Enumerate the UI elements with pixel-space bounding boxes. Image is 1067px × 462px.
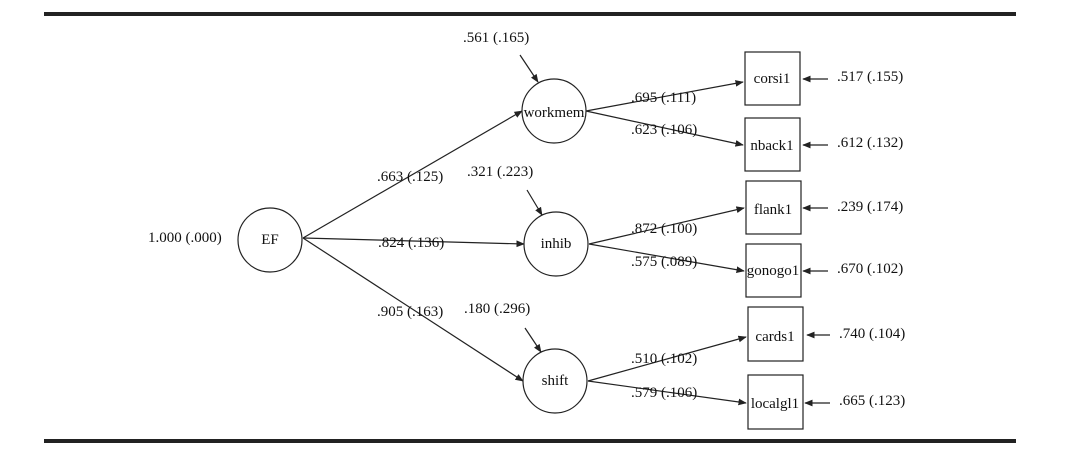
cards1-loading-label: .510 (.102): [631, 351, 697, 367]
flank1-loading-label: .872 (.100): [631, 221, 697, 237]
residual-arrow-workmem: [519, 54, 539, 83]
localgl1-loading-label: .579 (.106): [631, 385, 697, 401]
localgl1-indicator-label: localgl1: [751, 396, 799, 412]
gonogo1-indicator-box: [745, 243, 802, 298]
localgl1-residual-label: .665 (.123): [839, 393, 905, 409]
shift-factor-circle: [522, 348, 588, 414]
inhib-residual-label: .321 (.223): [467, 164, 533, 180]
ef-factor-label: EF: [261, 232, 279, 248]
residual-arrow-shift: [524, 327, 542, 353]
path-inhib-flank1: [588, 206, 745, 245]
gonogo1-indicator-label: gonogo1: [747, 263, 800, 279]
corsi1-residual-label: .517 (.155): [837, 69, 903, 85]
nback1-residual-label: .612 (.132): [837, 135, 903, 151]
path-ef-inhib: [302, 237, 525, 248]
nback1-indicator-label: nback1: [750, 138, 793, 154]
workmem-loading-label: .663 (.125): [377, 169, 443, 185]
cards1-residual-label: .740 (.104): [839, 326, 905, 342]
inhib-loading-label: .824 (.136): [378, 235, 444, 251]
workmem-residual-label: .561 (.165): [463, 30, 529, 46]
inhib-factor-label: inhib: [541, 236, 572, 252]
path-shift-localgl1: [587, 380, 747, 406]
flank1-indicator-box: [745, 180, 802, 235]
cards1-indicator-box: [747, 306, 804, 362]
ef-variance-label: 1.000 (.000): [148, 230, 222, 246]
path-shift-cards1: [587, 335, 747, 382]
shift-loading-label: .905 (.163): [377, 304, 443, 320]
corsi1-loading-label: .695 (.111): [631, 90, 696, 106]
path-workmem-corsi1: [585, 80, 744, 112]
ef-factor-circle: [237, 207, 303, 273]
flank1-residual-label: .239 (.174): [837, 199, 903, 215]
path-ef-workmem: [302, 110, 523, 239]
corsi1-indicator-box: [744, 51, 801, 106]
workmem-factor-circle: [521, 78, 587, 144]
localgl1-indicator-box: [747, 374, 804, 430]
nback1-loading-label: .623 (.106): [631, 122, 697, 138]
shift-factor-label: shift: [542, 373, 570, 389]
cards1-indicator-label: cards1: [755, 329, 794, 345]
inhib-factor-circle: [523, 211, 589, 277]
path-ef-shift: [302, 237, 524, 382]
workmem-factor-label: workmem: [524, 105, 585, 121]
corsi1-indicator-label: corsi1: [754, 71, 791, 87]
flank1-indicator-label: flank1: [754, 202, 792, 218]
path-inhib-gonogo1: [588, 243, 745, 274]
path-workmem-nback1: [585, 110, 744, 147]
residual-arrow-inhib: [526, 189, 543, 216]
nback1-indicator-box: [744, 117, 801, 172]
gonogo1-loading-label: .575 (.089): [631, 254, 697, 270]
gonogo1-residual-label: .670 (.102): [837, 261, 903, 277]
shift-residual-label: .180 (.296): [464, 301, 530, 317]
